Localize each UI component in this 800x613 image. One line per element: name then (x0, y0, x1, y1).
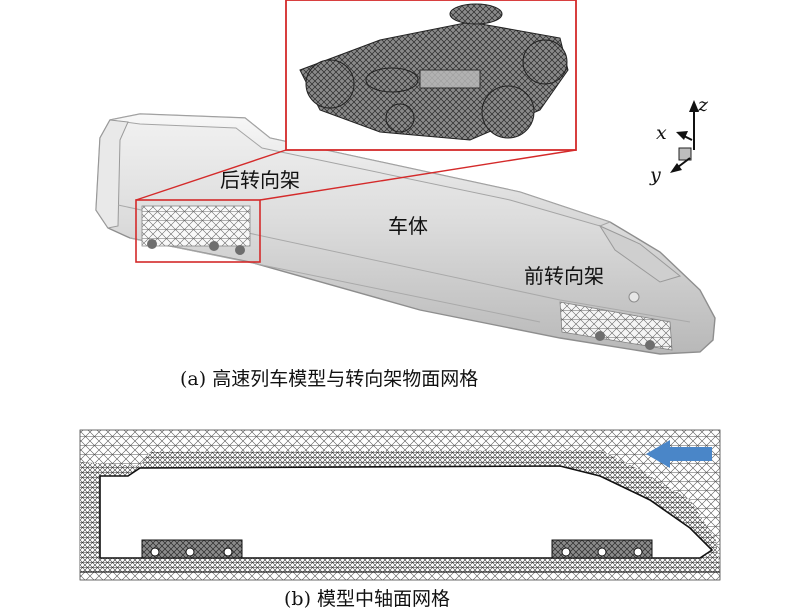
train-side-lines (117, 204, 691, 323)
label-rear-bogie: 后转向架 (220, 168, 300, 192)
midplane-rear-bogie-cavity (141, 539, 243, 559)
caption-panel-b: (b) 模型中轴面网格 (284, 588, 451, 610)
axis-label-z: z (698, 94, 709, 116)
front-bogie-mesh (559, 301, 673, 351)
panel-b-midplane-mesh (79, 429, 721, 581)
bogie-zoom-inset (285, 0, 577, 151)
bogie-detail-mesh (299, 3, 569, 141)
zoom-connector-right (259, 149, 577, 201)
coordinate-axes-icon (670, 100, 699, 173)
axis-label-y: y (650, 164, 661, 186)
rear-bogie-highlight-box (135, 199, 261, 263)
train-rear-face (95, 119, 129, 229)
train-nose-windshield (598, 224, 682, 283)
caption-panel-a: (a) 高速列车模型与转向架物面网格 (180, 368, 479, 390)
rear-bogie-mesh (141, 205, 251, 255)
train-roof-surface (109, 113, 612, 227)
midplane-front-bogie-cavity (551, 539, 653, 559)
flow-direction-arrow-icon (646, 440, 712, 468)
zoom-connector-left (135, 149, 287, 201)
label-car-body: 车体 (388, 214, 428, 238)
label-front-bogie: 前转向架 (524, 264, 604, 288)
axis-label-x: x (656, 122, 667, 144)
panel-a-train-model (95, 0, 716, 355)
train-nose-light (628, 291, 640, 303)
